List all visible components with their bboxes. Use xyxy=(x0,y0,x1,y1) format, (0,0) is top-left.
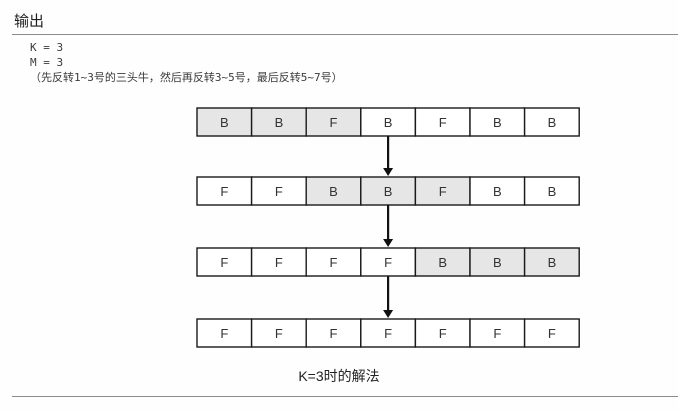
down-arrow-icon xyxy=(383,276,394,318)
section-title: 输出 xyxy=(14,12,45,30)
cow-cell xyxy=(523,176,580,206)
cow-cell xyxy=(523,247,580,277)
output-line-m: M = 3 xyxy=(30,56,64,69)
cow-cell-label: F xyxy=(439,115,447,130)
cow-cell-label: F xyxy=(493,326,501,341)
cow-cell xyxy=(196,107,253,137)
cow-cell-label: B xyxy=(384,115,393,130)
cow-cell-label: F xyxy=(275,326,283,341)
cow-cell xyxy=(414,318,471,348)
cow-cell xyxy=(469,318,526,348)
cow-cell xyxy=(414,176,471,206)
cow-cell xyxy=(414,107,471,137)
cow-cell-label: B xyxy=(220,115,229,130)
cow-cell xyxy=(523,107,580,137)
bottom-divider xyxy=(12,396,678,397)
cow-cell-label: B xyxy=(384,184,393,199)
cow-cell-label: B xyxy=(438,255,447,270)
output-line-k: K = 3 xyxy=(30,41,64,54)
cow-cell xyxy=(360,247,417,277)
cow-cell xyxy=(305,107,362,137)
cow-cell-label: F xyxy=(275,184,283,199)
cow-cell-label: F xyxy=(439,184,447,199)
top-divider xyxy=(12,34,678,35)
cow-cell xyxy=(305,176,362,206)
cow-cell-label: F xyxy=(220,326,228,341)
output-line-note: （先反转1~3号的三头牛，然后再反转3~5号，最后反转5~7号） xyxy=(30,71,343,84)
cow-cell-label: F xyxy=(330,326,338,341)
cow-cell xyxy=(196,176,253,206)
cow-cell-label: B xyxy=(493,184,502,199)
cow-cell xyxy=(360,318,417,348)
cow-cell-label: B xyxy=(548,255,557,270)
cow-cell-label: F xyxy=(330,255,338,270)
cow-cell-label: F xyxy=(548,326,556,341)
cow-cell-label: F xyxy=(220,184,228,199)
cow-cell xyxy=(305,247,362,277)
cow-cell xyxy=(414,247,471,277)
output-block: K = 3 M = 3 （先反转1~3号的三头牛，然后再反转3~5号，最后反转5~7… xyxy=(30,40,343,85)
cow-cell-label: F xyxy=(384,255,392,270)
cow-cell-label: B xyxy=(493,115,502,130)
cow-cell-label: F xyxy=(220,255,228,270)
cow-cell-label: B xyxy=(493,255,502,270)
cow-cell xyxy=(196,247,253,277)
cow-cell xyxy=(523,318,580,348)
cow-cell xyxy=(250,318,307,348)
cow-cell-label: F xyxy=(275,255,283,270)
cow-cell-label: F xyxy=(330,115,338,130)
cow-cell-label: B xyxy=(548,115,557,130)
down-arrow-icon xyxy=(383,136,394,176)
cow-cell-label: F xyxy=(384,326,392,341)
cow-cell-label: F xyxy=(439,326,447,341)
cow-cell xyxy=(469,176,526,206)
diagram-caption: K=3时的解法 xyxy=(298,368,380,384)
cow-cell xyxy=(250,247,307,277)
down-arrow-icon xyxy=(383,205,394,247)
cow-cell-label: B xyxy=(329,184,338,199)
cow-cell xyxy=(469,107,526,137)
cow-cell-label: B xyxy=(548,184,557,199)
cow-cell-label: B xyxy=(275,115,284,130)
